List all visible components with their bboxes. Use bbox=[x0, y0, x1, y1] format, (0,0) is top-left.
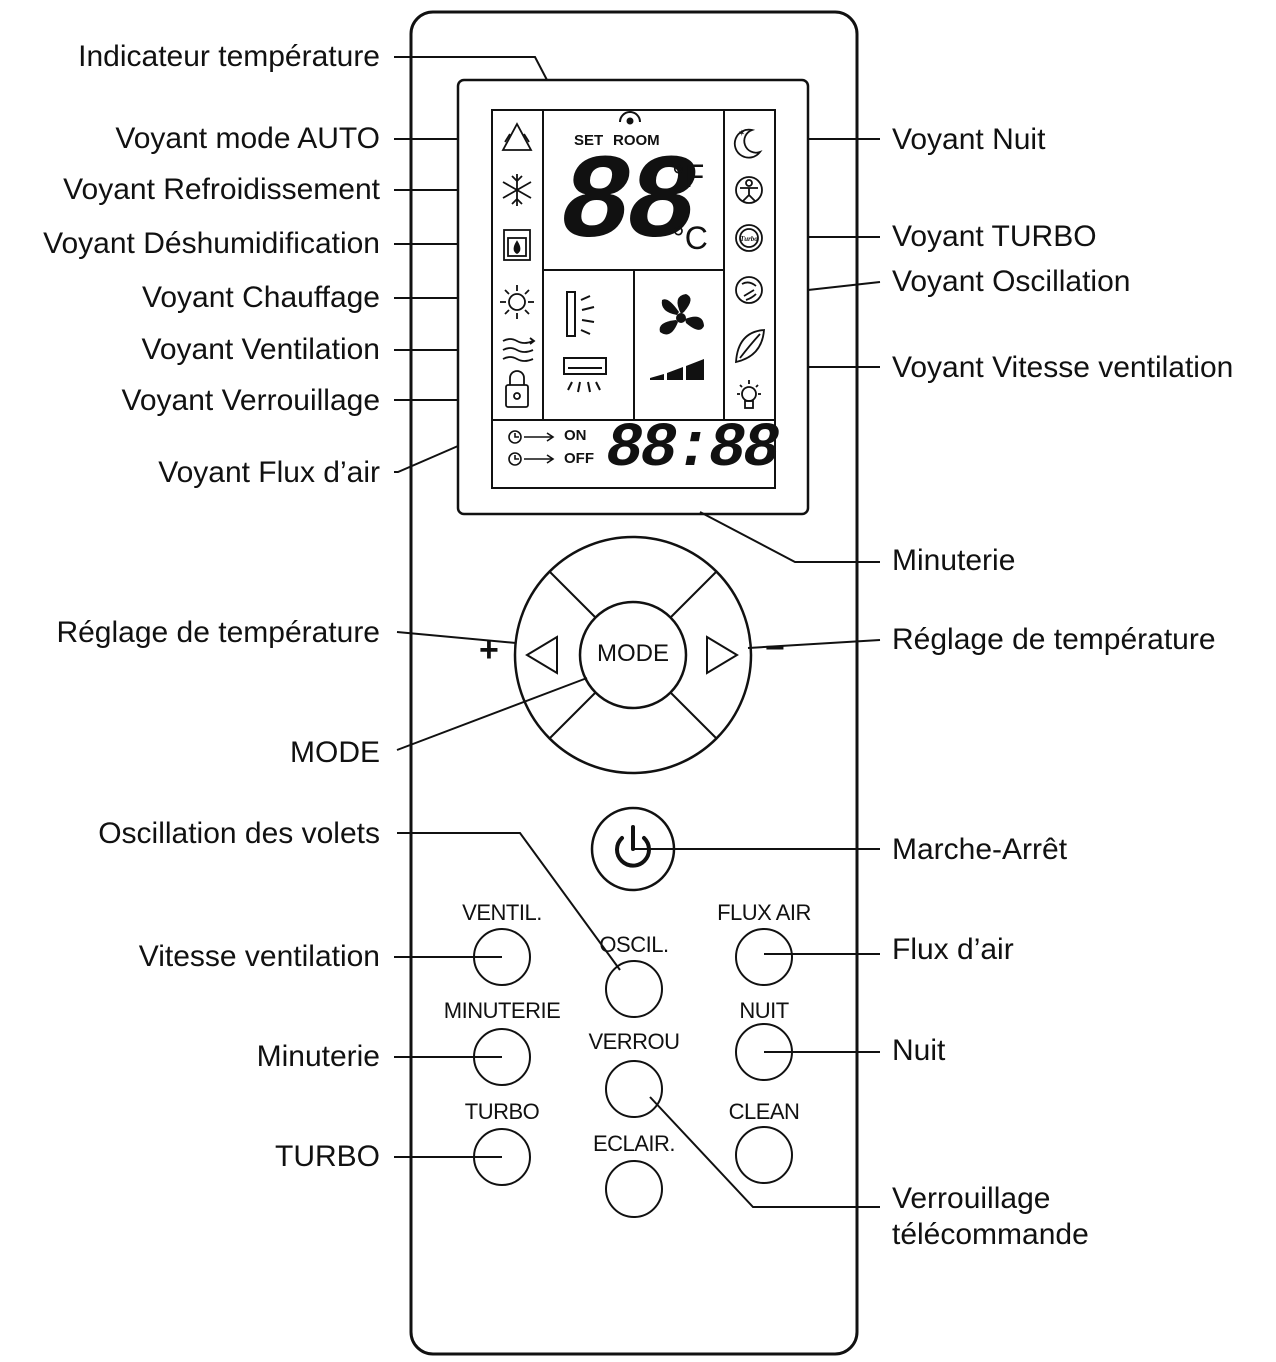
mode-button-label: MODE bbox=[597, 640, 669, 667]
label-voyant-turbo: Voyant TURBO bbox=[892, 220, 1097, 253]
room-sensor-icon bbox=[619, 111, 641, 125]
timer-clock-icons bbox=[508, 430, 555, 466]
night-icon: ✶ bbox=[733, 128, 763, 159]
lcd-timer-off-label: OFF bbox=[564, 450, 594, 467]
flux-air-button-label: FLUX AIR bbox=[717, 900, 811, 925]
oscil-button[interactable] bbox=[605, 960, 663, 1018]
eclair-button-label: ECLAIR. bbox=[592, 1131, 676, 1156]
lcd-clock-digits: 88:88 bbox=[606, 413, 780, 484]
power-icon bbox=[615, 825, 651, 868]
heat-icon bbox=[500, 285, 534, 319]
label-indicateur-temperature: Indicateur température bbox=[78, 40, 380, 73]
turbo-icon bbox=[735, 224, 763, 252]
turbo-button-label: TURBO bbox=[464, 1099, 540, 1124]
label-verrouillage-line2: télécommande bbox=[892, 1218, 1089, 1251]
louver-vertical-icon bbox=[566, 291, 595, 337]
label-marche-arret: Marche-Arrêt bbox=[892, 833, 1068, 866]
verrou-button-label: VERROU bbox=[588, 1029, 680, 1054]
flux-air-button[interactable] bbox=[735, 928, 793, 986]
label-voyant-verrouillage: Voyant Verrouillage bbox=[121, 384, 380, 417]
auto-icon bbox=[501, 122, 533, 151]
svg-text:✶: ✶ bbox=[738, 129, 746, 139]
turbo-icon-text: Turbo bbox=[740, 235, 758, 243]
dry-icon bbox=[503, 229, 531, 261]
callout-lines-left bbox=[394, 56, 621, 1158]
label-voyant-oscillation: Voyant Oscillation bbox=[892, 265, 1131, 298]
label-turbo-left: TURBO bbox=[275, 1140, 380, 1173]
health-icon bbox=[735, 176, 763, 204]
label-vitesse-ventilation: Vitesse ventilation bbox=[138, 940, 380, 973]
lcd-unit-celsius: °C bbox=[672, 220, 708, 256]
label-minuterie-left: Minuterie bbox=[256, 1040, 380, 1073]
lcd-set-label: SET bbox=[574, 132, 604, 149]
label-minuterie-right: Minuterie bbox=[892, 544, 1016, 577]
fan-speed-icon bbox=[659, 294, 704, 335]
lcd-timer-on-label: ON bbox=[564, 427, 587, 444]
temp-up-button[interactable] bbox=[525, 635, 558, 675]
lock-icon bbox=[505, 370, 529, 408]
swing-icon bbox=[735, 276, 763, 304]
temp-down-button[interactable] bbox=[706, 635, 739, 675]
label-reglage-temperature-minus: Réglage de température bbox=[892, 623, 1216, 656]
label-reglage-temperature-plus: Réglage de température bbox=[56, 616, 380, 649]
callout-lines-right bbox=[633, 138, 881, 1208]
label-voyant-flux-air: Voyant Flux d’air bbox=[158, 456, 380, 489]
lcd-room-label: ROOM bbox=[613, 132, 660, 149]
clean-button[interactable] bbox=[735, 1126, 793, 1184]
label-oscillation-volets: Oscillation des volets bbox=[98, 817, 380, 850]
light-icon bbox=[737, 380, 761, 409]
lcd-grid bbox=[491, 109, 776, 489]
mode-button[interactable] bbox=[578, 600, 688, 710]
lcd-unit-fahrenheit: °F bbox=[672, 158, 705, 194]
label-voyant-deshumidification: Voyant Déshumidification bbox=[43, 227, 380, 260]
label-voyant-ventilation: Voyant Ventilation bbox=[141, 333, 380, 366]
label-voyant-chauffage: Voyant Chauffage bbox=[142, 281, 380, 314]
label-voyant-refroidissement: Voyant Refroidissement bbox=[63, 173, 380, 206]
ventil-button-label: VENTIL. bbox=[462, 900, 542, 925]
minus-symbol: − bbox=[765, 629, 785, 667]
fan-mode-icon bbox=[502, 337, 536, 362]
label-mode: MODE bbox=[290, 736, 380, 769]
verrou-button[interactable] bbox=[605, 1060, 663, 1118]
clean-button-label: CLEAN bbox=[728, 1099, 800, 1124]
cool-icon bbox=[502, 174, 532, 206]
minuterie-button-label: MINUTERIE bbox=[443, 998, 561, 1023]
label-verrouillage-line1: Verrouillage bbox=[892, 1182, 1051, 1215]
label-nuit: Nuit bbox=[892, 1034, 946, 1067]
label-flux-air: Flux d’air bbox=[892, 933, 1014, 966]
nuit-button-label: NUIT bbox=[739, 998, 789, 1023]
speed-bars-icon bbox=[650, 359, 704, 380]
lcd-temperature-digits: 88 bbox=[560, 137, 698, 273]
control-ring-dividers bbox=[549, 571, 717, 739]
louver-horizontal-icon bbox=[563, 357, 607, 393]
plus-symbol: + bbox=[479, 631, 499, 669]
eclair-button[interactable] bbox=[605, 1160, 663, 1218]
label-voyant-vitesse-ventilation: Voyant Vitesse ventilation bbox=[892, 351, 1234, 384]
label-voyant-nuit: Voyant Nuit bbox=[892, 123, 1046, 156]
leaf-icon bbox=[735, 329, 765, 364]
oscil-button-label: OSCIL. bbox=[599, 932, 669, 957]
label-voyant-auto: Voyant mode AUTO bbox=[115, 122, 380, 155]
